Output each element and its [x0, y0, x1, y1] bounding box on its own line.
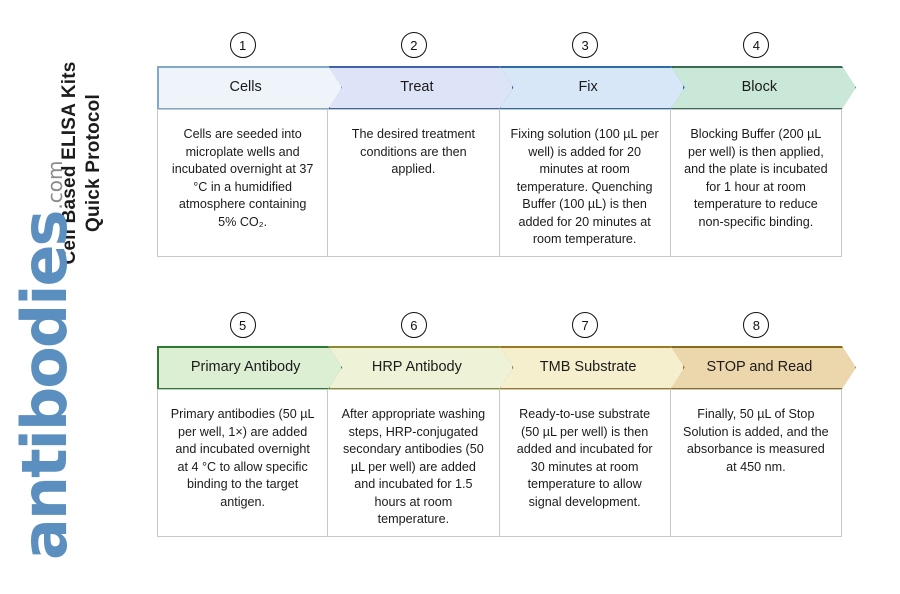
step-description-text: Primary antibodies (50 µL per well, 1×) … [170, 407, 315, 509]
step-chevron-block[interactable]: Block [671, 66, 856, 109]
step-chevron-label: STOP and Read [706, 359, 813, 376]
step-number-strip-row-1: 1 2 3 4 [157, 32, 842, 66]
step-description-text: Finally, 50 µL of Stop Solution is added… [683, 407, 829, 474]
step-description-cell: The desired treatment conditions are the… [328, 109, 500, 257]
step-chevron-treat[interactable]: Treat [328, 66, 513, 109]
step-description-cell: Primary antibodies (50 µL per well, 1×) … [157, 389, 329, 537]
step-chevron-label: TMB Substrate [539, 359, 637, 376]
step-description-cell: Fixing solution (100 µL per well) is add… [499, 109, 671, 257]
page-title-line-2: Quick Protocol [83, 94, 104, 232]
protocol-flow-row-2: 5 6 7 8 Primary Antibody HRP Antibody TMB Sub… [157, 312, 842, 537]
step-description-text: The desired treatment conditions are the… [351, 127, 475, 176]
step-number-badge: 5 [229, 312, 256, 338]
step-chevron-label: Block [741, 79, 778, 96]
step-description-text: Blocking Buffer (200 µL per well) is the… [684, 127, 828, 229]
step-body-row-1: Cells are seeded into microplate wells a… [157, 109, 842, 257]
logo-brand-text: antibodies [8, 211, 81, 560]
step-description-text: Fixing solution (100 µL per well) is add… [510, 127, 659, 246]
step-description-cell: After appropriate washing steps, HRP-con… [328, 389, 500, 537]
step-number-badge: 8 [743, 312, 770, 338]
step-chevron-label: HRP Antibody [371, 359, 462, 376]
step-chevron-label: Treat [400, 79, 434, 96]
step-header-row-1: Cells Treat Fix Block [157, 66, 842, 109]
step-chevron-label: Primary Antibody [190, 359, 301, 376]
protocol-flow-row-1: 1 2 3 4 Cells Treat Fix Block Cells are seeded… [157, 32, 842, 257]
step-chevron-stop-and-read[interactable]: STOP and Read [671, 346, 856, 389]
logo-tld-text: .com [43, 160, 68, 210]
step-description-cell: Cells are seeded into microplate wells a… [157, 109, 329, 257]
step-chevron-label: Fix [578, 79, 598, 96]
step-chevron-fix[interactable]: Fix [500, 66, 685, 109]
step-number-badge: 6 [400, 312, 427, 338]
step-number-badge: 1 [229, 32, 256, 58]
step-chevron-label: Cells [229, 79, 262, 96]
step-body-row-2: Primary antibodies (50 µL per well, 1×) … [157, 389, 842, 537]
step-description-text: Ready-to-use substrate (50 µL per well) … [516, 407, 653, 509]
step-chevron-hrp-antibody[interactable]: HRP Antibody [328, 346, 513, 389]
step-number-badge: 4 [743, 32, 770, 58]
step-description-cell: Ready-to-use substrate (50 µL per well) … [499, 389, 671, 537]
step-description-text: After appropriate washing steps, HRP-con… [341, 407, 486, 526]
step-description-cell: Blocking Buffer (200 µL per well) is the… [670, 109, 842, 257]
step-description-cell: Finally, 50 µL of Stop Solution is added… [670, 389, 842, 537]
step-chevron-tmb-substrate[interactable]: TMB Substrate [500, 346, 685, 389]
step-header-row-2: Primary Antibody HRP Antibody TMB Substrat… [157, 346, 842, 389]
step-chevron-cells[interactable]: Cells [157, 66, 342, 109]
step-number-badge: 2 [400, 32, 427, 58]
step-chevron-primary-antibody[interactable]: Primary Antibody [157, 346, 342, 389]
step-number-badge: 3 [572, 32, 599, 58]
step-description-text: Cells are seeded into microplate wells a… [171, 127, 314, 229]
step-number-strip-row-2: 5 6 7 8 [157, 312, 842, 346]
step-number-badge: 7 [572, 312, 599, 338]
antibodies-logo: antibodies .com [8, 160, 81, 560]
